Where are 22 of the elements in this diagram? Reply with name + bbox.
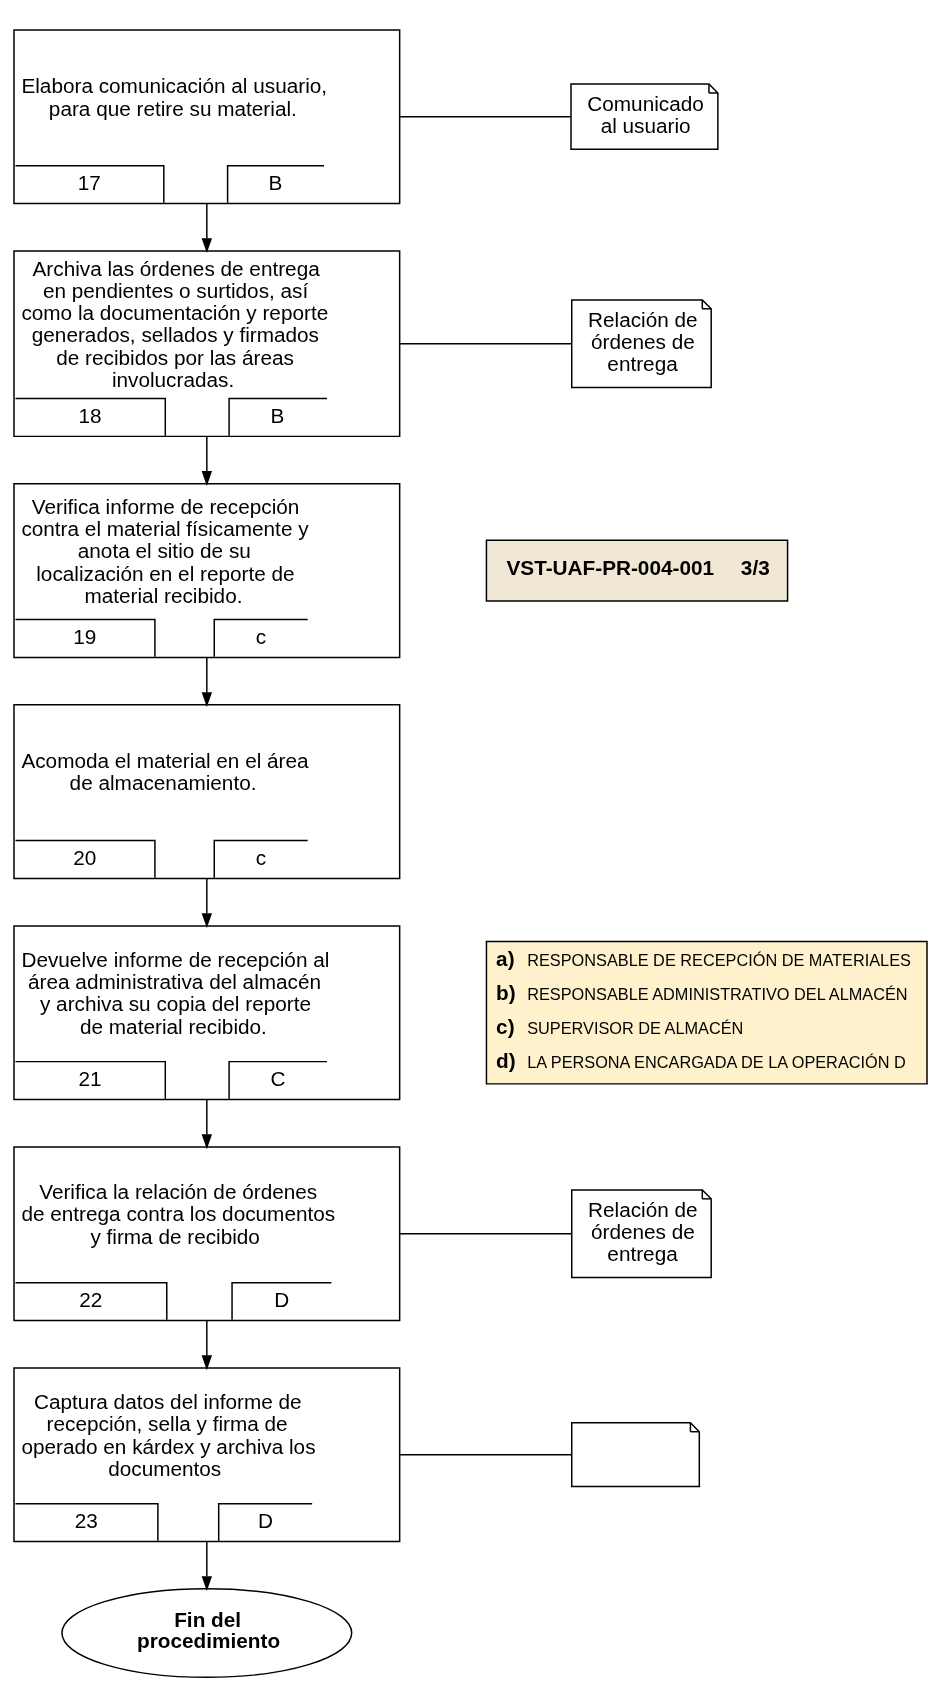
connector — [399, 115, 572, 118]
label: a) — [496, 946, 515, 970]
label: b) — [496, 980, 516, 1004]
label: d) — [496, 1048, 516, 1072]
arrow — [201, 1098, 213, 1150]
arrow — [201, 877, 213, 929]
label: 3/3 — [740, 556, 770, 580]
label: LA PERSONA ENCARGADA DE LA OPERACIÓN D — [527, 1053, 906, 1071]
label: RESPONSABLE DE RECEPCIÓN DE MATERIALES — [527, 950, 911, 969]
arrow — [201, 436, 213, 486]
node-ellipse: Fin del procedimiento — [61, 1587, 353, 1679]
arrow — [201, 1320, 213, 1371]
arrow — [201, 1541, 213, 1592]
connector — [399, 1453, 573, 1456]
label: RESPONSABLE ADMINISTRATIVO DEL ALMACÉN — [527, 984, 908, 1003]
arrow — [201, 202, 213, 253]
connector — [399, 1232, 573, 1235]
label: SUPERVISOR DE ALMACÉN — [527, 1018, 744, 1037]
label: VST-UAF-PR-004-001 — [506, 556, 715, 580]
label: c) — [496, 1014, 515, 1038]
connector — [399, 342, 573, 345]
arrow — [201, 656, 213, 708]
